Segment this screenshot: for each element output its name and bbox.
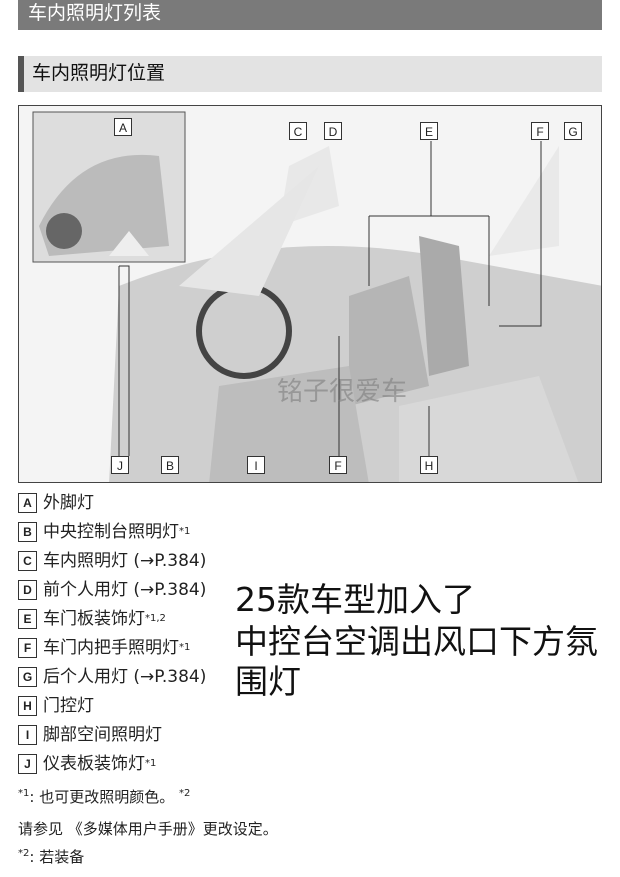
label-j: J [111, 456, 129, 474]
list-item: G 后个人用灯 (→P.384) [18, 662, 206, 691]
item-text: 中央控制台照明灯 [43, 521, 179, 542]
label-h: H [420, 456, 438, 474]
item-key: C [18, 550, 37, 571]
item-key: I [18, 724, 37, 745]
item-text: 仪表板装饰灯 [43, 753, 145, 774]
overlay-caption-line1: 25款车型加入了 [235, 580, 475, 619]
car-interior-drawing [32, 111, 601, 482]
footnote-1: *1: 也可更改照明颜色。 *2 [18, 786, 190, 807]
item-text: 后个人用灯 (→P.384) [43, 666, 207, 687]
label-f-top: F [531, 122, 549, 140]
item-key: J [18, 753, 37, 774]
item-sup: *1 [145, 757, 157, 769]
item-key: H [18, 695, 37, 716]
label-b: B [161, 456, 179, 474]
item-key: D [18, 579, 37, 600]
list-item: H 门控灯 [18, 691, 206, 720]
item-text: 外脚灯 [43, 492, 94, 513]
label-c: C [289, 122, 307, 140]
item-text: 脚部空间照明灯 [43, 724, 162, 745]
note-sup: *2 [178, 788, 191, 799]
list-item: A 外脚灯 [18, 488, 206, 517]
overlay-caption-line2: 中控台空调出风口下方氛围灯 [235, 622, 598, 701]
note-text: : 也可更改照明颜色。 [29, 788, 175, 806]
label-e: E [420, 122, 438, 140]
item-key: F [18, 637, 37, 658]
label-f: F [329, 456, 347, 474]
list-item: J 仪表板装饰灯*1 [18, 749, 206, 778]
item-sup: *1 [179, 641, 191, 653]
item-text: 车门板装饰灯 [43, 608, 145, 629]
item-text: 车门内把手照明灯 [43, 637, 179, 658]
list-item: I 脚部空间照明灯 [18, 720, 206, 749]
item-sup: *1 [179, 525, 191, 537]
label-a: A [114, 118, 132, 136]
interior-lighting-illustration: A C D E F G J B I F H 铭子很爱车 [18, 105, 602, 483]
item-text: 门控灯 [43, 695, 94, 716]
list-item: E 车门板装饰灯*1,2 [18, 604, 206, 633]
item-sup: *1,2 [145, 612, 166, 624]
note-mark: *2 [18, 848, 30, 859]
item-text: 前个人用灯 (→P.384) [43, 579, 207, 600]
label-i: I [247, 456, 265, 474]
list-item: D 前个人用灯 (→P.384) [18, 575, 206, 604]
note-mark: *1 [18, 788, 30, 799]
item-key: E [18, 608, 37, 629]
label-d: D [324, 122, 342, 140]
label-g: G [564, 122, 582, 140]
subsection-title: 车内照明灯位置 [18, 56, 602, 92]
item-text: 车内照明灯 (→P.384) [43, 550, 207, 571]
item-key: B [18, 521, 37, 542]
item-key: A [18, 492, 37, 513]
section-title: 车内照明灯列表 [18, 0, 602, 30]
note-text: : 若装备 [29, 848, 85, 866]
list-item: F 车门内把手照明灯*1 [18, 633, 206, 662]
item-key: G [18, 666, 37, 687]
footnote-1-detail: 请参见 《多媒体用户手册》更改设定。 [18, 820, 278, 838]
list-item: B 中央控制台照明灯*1 [18, 517, 206, 546]
footnote-2: *2: 若装备 [18, 846, 84, 867]
list-item: C 车内照明灯 (→P.384) [18, 546, 206, 575]
watermark: 铭子很爱车 [277, 377, 408, 407]
